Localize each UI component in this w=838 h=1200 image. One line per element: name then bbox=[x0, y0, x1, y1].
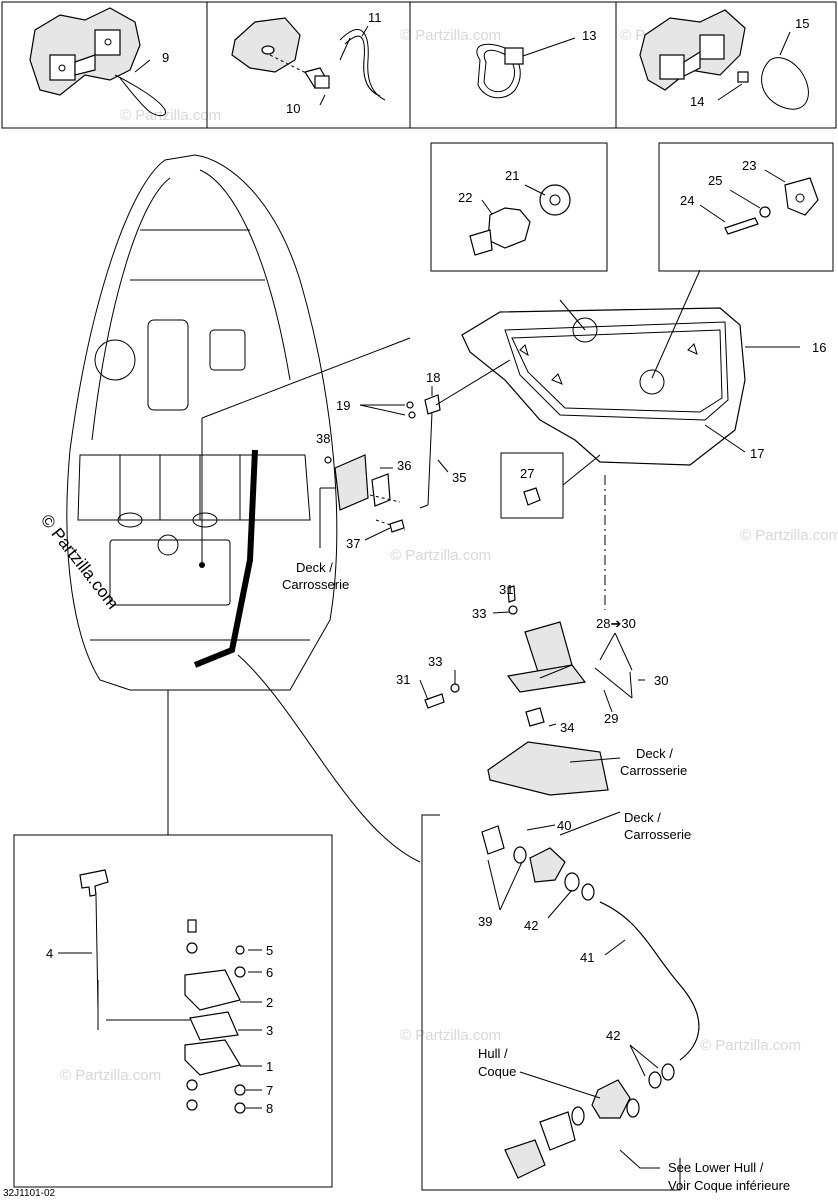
part-label: 28➔30 bbox=[596, 616, 636, 631]
detail-box-1: 9 bbox=[29, 7, 169, 117]
part-label: 3 bbox=[266, 1023, 273, 1038]
part-label: 27 bbox=[520, 466, 534, 481]
part-label: 4 bbox=[46, 946, 53, 961]
watermark: © Partzilla.com bbox=[400, 1027, 501, 1044]
note-text: Carrosserie bbox=[624, 827, 691, 842]
watermark: © Partzilla.com bbox=[700, 1037, 801, 1054]
detail-box-clip: 23 25 24 bbox=[658, 142, 834, 272]
part-label: 18 bbox=[426, 370, 440, 385]
note-text: Deck / bbox=[296, 560, 333, 575]
part-label: 8 bbox=[266, 1101, 273, 1116]
part-label: 29 bbox=[604, 711, 618, 726]
part-label: 15 bbox=[795, 16, 809, 31]
part-label: 30 bbox=[654, 673, 668, 688]
part-label: 31 bbox=[499, 582, 513, 597]
watermark: © Partzilla.com bbox=[400, 27, 501, 44]
storage-cover: 16 17 bbox=[461, 269, 826, 466]
part-label: 6 bbox=[266, 965, 273, 980]
part-label: 19 bbox=[336, 398, 350, 413]
top-detail-strip bbox=[1, 1, 837, 129]
part-label: 13 bbox=[582, 28, 596, 43]
part-label: 33 bbox=[472, 606, 486, 621]
detail-box-3: 13 bbox=[476, 28, 596, 99]
watermark: © Partzilla.com bbox=[740, 527, 838, 544]
part-label: 34 bbox=[560, 720, 574, 735]
watermark: © Partzilla.com bbox=[390, 547, 491, 564]
part-label: 11 bbox=[368, 10, 382, 25]
part-label: 10 bbox=[286, 101, 300, 116]
watermark: © Partzilla.com bbox=[120, 107, 221, 124]
hinge-assembly: 31 33 33 31 28➔30 30 29 34 bbox=[396, 475, 668, 735]
note-text: Deck / bbox=[636, 746, 673, 761]
part-label: 40 bbox=[557, 818, 571, 833]
part-label: 42 bbox=[524, 918, 538, 933]
part-label: 25 bbox=[708, 173, 722, 188]
part-label: 14 bbox=[690, 94, 704, 109]
note-text: Voir Coque inférieure bbox=[668, 1178, 790, 1193]
part-label: 9 bbox=[162, 50, 169, 65]
part-label: 36 bbox=[397, 458, 411, 473]
lid-support: 18 19 35 bbox=[336, 359, 511, 509]
detail-box-grommet: 27 bbox=[500, 452, 601, 519]
note-text: See Lower Hull / bbox=[668, 1160, 764, 1175]
part-label: 17 bbox=[750, 446, 764, 461]
part-label: 5 bbox=[266, 943, 273, 958]
part-label: 31 bbox=[396, 672, 410, 687]
part-label: 41 bbox=[580, 950, 594, 965]
note-text: Hull / bbox=[478, 1046, 508, 1061]
part-label: 21 bbox=[505, 168, 519, 183]
watermark: © Partzilla.com bbox=[60, 1067, 161, 1084]
detail-box-2: 10 11 bbox=[231, 10, 386, 116]
note-text: Coque bbox=[478, 1064, 516, 1079]
part-label: 23 bbox=[742, 158, 756, 173]
part-label: 38 bbox=[316, 431, 330, 446]
dipstick-detail-box: 4 5 6 2 3 1 7 8 bbox=[13, 690, 333, 1188]
part-label: 16 bbox=[812, 340, 826, 355]
note-text: Deck / bbox=[624, 810, 661, 825]
part-label: 24 bbox=[680, 193, 694, 208]
detail-box-stopper: 21 22 bbox=[430, 142, 608, 272]
vent-hose-box: 40 Deck / Carrosserie 39 42 41 42 Hull /… bbox=[421, 810, 790, 1193]
detail-box-4: 15 14 bbox=[639, 9, 809, 110]
part-label: 39 bbox=[478, 914, 492, 929]
watercraft-top-view bbox=[66, 154, 411, 691]
deck-section: Deck / Carrosserie bbox=[487, 741, 687, 796]
part-label: 33 bbox=[428, 654, 442, 669]
bracket-plates: 38 36 37 Deck / Carrosserie bbox=[282, 431, 411, 592]
drawing-code: 32J1101-02 bbox=[3, 1188, 56, 1199]
note-text: Carrosserie bbox=[620, 763, 687, 778]
note-text: Carrosserie bbox=[282, 577, 349, 592]
part-label: 22 bbox=[458, 190, 472, 205]
part-label: 35 bbox=[452, 470, 466, 485]
part-label: 42 bbox=[606, 1028, 620, 1043]
part-label: 7 bbox=[266, 1083, 273, 1098]
part-label: 2 bbox=[266, 995, 273, 1010]
part-label: 37 bbox=[346, 536, 360, 551]
part-label: 1 bbox=[266, 1059, 273, 1074]
